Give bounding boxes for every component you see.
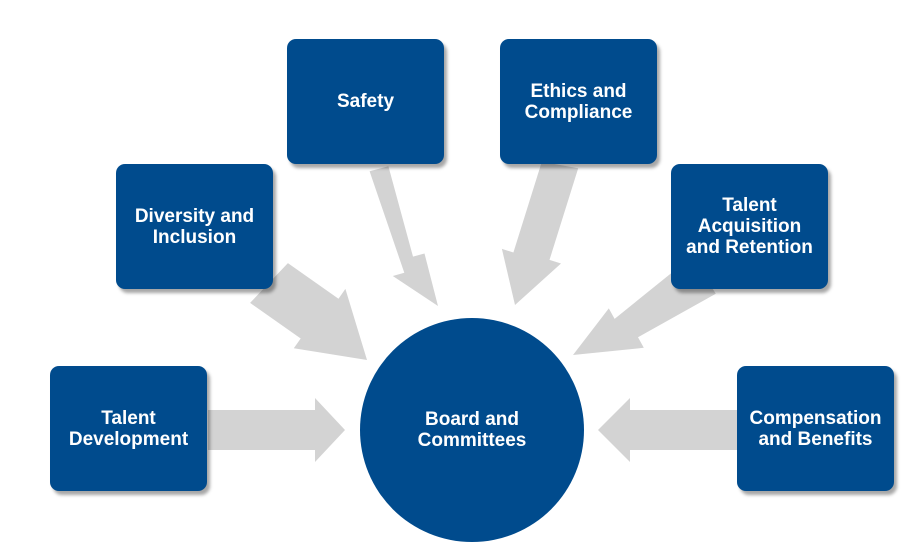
- diversity-and-inclusion-box: Diversity and Inclusion: [116, 164, 273, 289]
- arrow-safety-to-board: [369, 166, 438, 306]
- safety-box: Safety: [287, 39, 444, 164]
- arrow-talent-development-to-board: [208, 398, 345, 462]
- diversity-and-inclusion-label: Diversity and Inclusion: [134, 205, 255, 248]
- ethics-and-compliance-box: Ethics and Compliance: [500, 39, 657, 164]
- talent-acquisition-and-retention-label: Talent Acquisition and Retention: [686, 195, 813, 258]
- arrow-compensation-to-board: [598, 398, 737, 462]
- talent-development-box: Talent Development: [50, 366, 207, 491]
- ethics-and-compliance-label: Ethics and Compliance: [524, 80, 633, 123]
- talent-development-label: Talent Development: [68, 407, 189, 450]
- arrow-ethics-to-board: [501, 161, 579, 305]
- compensation-and-benefits-label: Compensation and Benefits: [749, 407, 882, 450]
- board-and-committees-circle: Board and Committees: [360, 318, 584, 542]
- safety-label: Safety: [336, 91, 395, 112]
- compensation-and-benefits-box: Compensation and Benefits: [737, 366, 894, 491]
- board-and-committees-label: Board and Committees: [417, 409, 527, 451]
- arrow-diversity-to-board: [250, 263, 367, 360]
- talent-acquisition-and-retention-box: Talent Acquisition and Retention: [671, 164, 828, 289]
